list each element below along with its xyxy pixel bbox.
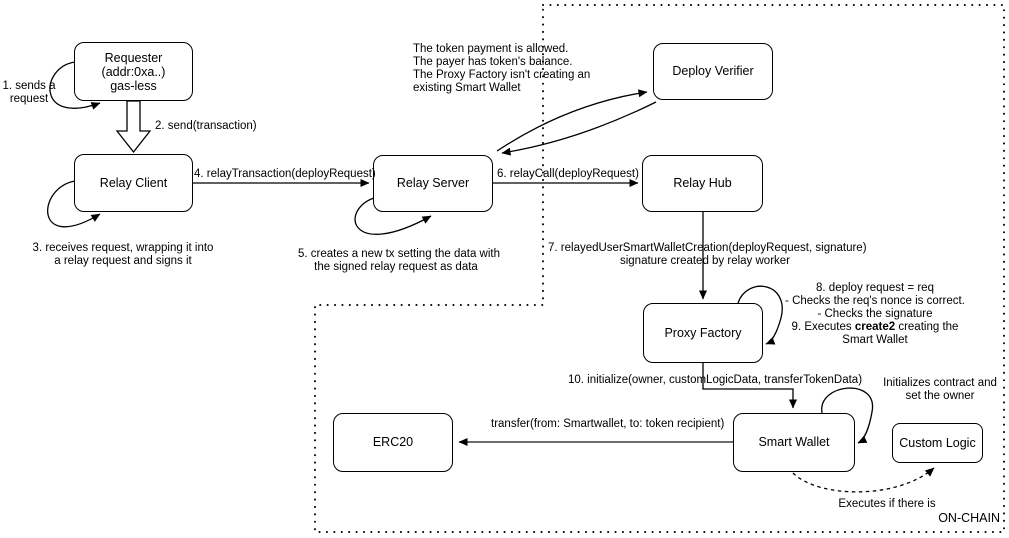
label-line: 4. relayTransaction(deployRequest): [194, 168, 376, 180]
node-label: gas-less: [110, 78, 157, 93]
node-label: Deploy Verifier: [672, 64, 754, 78]
label-on-chain: ON-CHAIN: [928, 512, 1000, 525]
node-custom-logic: Custom Logic: [892, 423, 983, 463]
label-verifier-note: The token payment is allowed. The payer …: [413, 43, 603, 95]
label-line: signature created by relay worker: [619, 255, 791, 267]
label-initializes-note: Initializes contract and set the owner: [878, 377, 1002, 403]
node-relay-server: Relay Server: [373, 155, 493, 212]
label-line: Executes if there is: [838, 498, 936, 510]
label-line: 5. creates a new tx setting the data wit…: [298, 248, 501, 260]
edge-requester-self-loop: [49, 61, 101, 110]
label-line: Smart Wallet: [842, 334, 908, 346]
label-line: 10. initialize(owner, customLogicData, t…: [568, 374, 863, 386]
edge-relay-client-self-loop: [47, 180, 101, 228]
label-step7: 7. relayedUserSmartWalletCreation(deploy…: [548, 242, 867, 268]
node-proxy-factory: Proxy Factory: [643, 303, 763, 363]
label-line: Initializes contract and: [883, 377, 997, 389]
edge-smart-wallet-self-loop: [821, 387, 874, 444]
label-step6: 6. relayCall(deployRequest): [497, 168, 639, 181]
label-step1: 1. sends a request: [0, 80, 58, 106]
label-line: 8. deploy request = req: [816, 282, 934, 294]
label-line: 9. Executes create2 creating the: [780, 321, 970, 334]
label-line: existing Smart Wallet: [413, 82, 521, 94]
node-label: Smart Wallet: [758, 435, 830, 449]
edge-send-transaction-arrow: [115, 100, 152, 154]
node-label: Proxy Factory: [664, 325, 742, 340]
label-line: The token payment is allowed.: [413, 43, 569, 55]
label-step2: 2. send(transaction): [155, 120, 257, 133]
label-line: The payer has token's balance.: [413, 56, 573, 68]
label-segment: creating the: [895, 321, 959, 333]
label-line: 6. relayCall(deployRequest): [497, 168, 639, 180]
label-step4: 4. relayTransaction(deployRequest): [194, 168, 376, 181]
label-line: the signed relay request as data: [314, 261, 478, 273]
label-line: ON-CHAIN: [938, 511, 1000, 525]
label-line: - Checks the req's nonce is correct.: [785, 295, 965, 307]
label-line: - Checks the signature: [817, 308, 933, 320]
node-label: Relay Client: [99, 175, 168, 190]
edge-proxy-factory-self-loop: [737, 285, 783, 345]
label-line: 2. send(transaction): [155, 120, 257, 132]
node-relay-hub: Relay Hub: [642, 155, 763, 212]
label-segment-bold: create2: [854, 321, 896, 333]
label-line: transfer(from: Smartwallet, to: token re…: [491, 418, 725, 430]
label-step3: 3. receives request, wrapping it into a …: [4, 242, 242, 268]
label-line: set the owner: [905, 390, 975, 402]
label-line: 7. relayedUserSmartWalletCreation(deploy…: [548, 242, 867, 254]
label-line: 1. sends a: [2, 80, 56, 92]
node-label: Relay Hub: [673, 176, 732, 190]
node-label: ERC20: [372, 435, 414, 449]
edge-server-to-verifier: [496, 89, 648, 152]
edge-verifier-to-server: [501, 101, 657, 156]
label-step5: 5. creates a new tx setting the data wit…: [298, 248, 501, 274]
edge-relay-server-self-loop: [354, 196, 432, 235]
label-step8-9: 8. deploy request = req - Checks the req…: [780, 282, 970, 347]
label-executes-note: Executes if there is: [828, 498, 946, 511]
node-label: Relay Server: [396, 176, 470, 190]
label-segment: 9. Executes: [791, 321, 855, 333]
node-erc20: ERC20: [333, 413, 453, 472]
label-line: request: [9, 93, 49, 105]
node-label: Custom Logic: [899, 435, 976, 450]
edge-initialize: [702, 363, 797, 409]
edge-executes-custom-logic: [792, 467, 935, 493]
label-step10: 10. initialize(owner, customLogicData, t…: [568, 374, 863, 387]
label-line: a relay request and signs it: [54, 255, 192, 267]
node-smart-wallet: Smart Wallet: [733, 413, 855, 472]
node-label: (addr:0xa..): [101, 64, 166, 79]
node-relay-client: Relay Client: [74, 154, 193, 212]
node-deploy-verifier: Deploy Verifier: [653, 43, 773, 100]
on-chain-boundary: [314, 4, 1005, 533]
node-requester: Requester (addr:0xa..) gas-less: [74, 42, 193, 101]
label-line: The Proxy Factory isn't creating an: [413, 69, 591, 81]
label-line: 3. receives request, wrapping it into: [32, 242, 214, 254]
label-transfer: transfer(from: Smartwallet, to: token re…: [491, 418, 725, 431]
node-label: Requester: [104, 50, 163, 65]
